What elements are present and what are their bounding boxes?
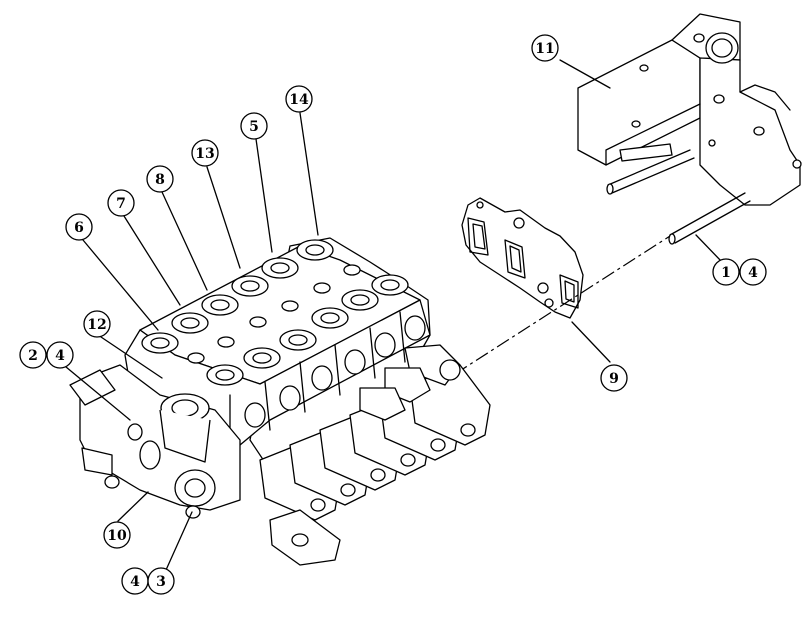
callout-labels: 11 14 5 13 8 7 6 12 2 4 1 4 9 10 4 3 xyxy=(19,34,767,595)
callout-12: 12 xyxy=(83,310,111,338)
spool-handles xyxy=(259,364,491,566)
svg-text:8: 8 xyxy=(155,172,165,188)
svg-text:9: 9 xyxy=(609,371,619,387)
callout-6: 6 xyxy=(65,213,93,241)
port-bosses xyxy=(141,239,409,386)
svg-text:6: 6 xyxy=(74,220,84,236)
svg-text:3: 3 xyxy=(156,574,166,590)
alignment-line xyxy=(454,235,671,375)
svg-text:4: 4 xyxy=(130,574,140,590)
callout-4-right: 4 xyxy=(739,258,767,286)
callout-2: 2 xyxy=(19,341,47,369)
valve-stack xyxy=(69,237,491,566)
svg-text:10: 10 xyxy=(107,528,127,544)
callout-8: 8 xyxy=(146,165,174,193)
svg-text:13: 13 xyxy=(195,146,214,162)
callout-11: 11 xyxy=(531,34,559,62)
callout-9: 9 xyxy=(600,364,628,392)
callout-4-left: 4 xyxy=(46,341,74,369)
svg-text:1: 1 xyxy=(721,265,731,281)
svg-text:14: 14 xyxy=(289,92,309,108)
svg-text:7: 7 xyxy=(116,196,126,212)
svg-text:5: 5 xyxy=(249,119,259,135)
svg-text:4: 4 xyxy=(55,348,65,364)
callout-10: 10 xyxy=(103,521,131,549)
svg-text:2: 2 xyxy=(28,348,38,364)
callout-14: 14 xyxy=(285,85,313,113)
svg-text:4: 4 xyxy=(748,265,758,281)
manifold-block xyxy=(577,13,802,245)
callout-3: 3 xyxy=(147,567,175,595)
callout-4-bottom: 4 xyxy=(121,567,149,595)
svg-text:12: 12 xyxy=(87,317,106,333)
leader-lines xyxy=(59,59,723,571)
callout-5: 5 xyxy=(240,112,268,140)
callout-1: 1 xyxy=(712,258,740,286)
gasket-plate xyxy=(461,197,584,319)
svg-text:11: 11 xyxy=(535,41,554,57)
callout-13: 13 xyxy=(191,139,219,167)
callout-7: 7 xyxy=(107,189,135,217)
